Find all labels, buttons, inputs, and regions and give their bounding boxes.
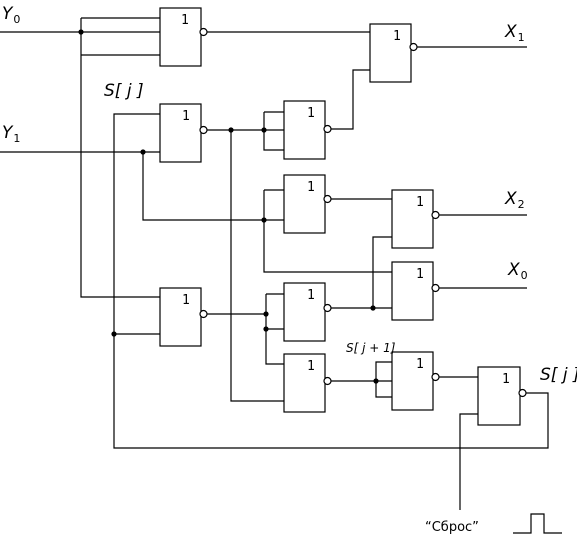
- wire-y1-g5: [142, 152, 284, 221]
- nor-gate-10: 1: [283, 353, 332, 413]
- wire-sj-bus: [113, 113, 549, 449]
- gate-label: 1: [307, 106, 315, 121]
- gate-label: 1: [502, 372, 510, 387]
- wire-g6-node: [265, 293, 284, 365]
- nor-gate-2: 1: [369, 23, 418, 83]
- gate-label: 1: [307, 288, 315, 303]
- wire-g5-node: [263, 190, 392, 273]
- wires: [0, 17, 562, 534]
- label-x1: X1: [504, 22, 525, 44]
- junction-dot: [111, 331, 117, 337]
- junction-dots: [78, 29, 379, 384]
- nor-gate-4: 1: [283, 100, 332, 160]
- reset-pulse-icon: [513, 513, 562, 534]
- gate-label: 1: [182, 293, 190, 308]
- label-x2: X2: [504, 189, 525, 211]
- label-x0: X0: [507, 260, 528, 282]
- label-y0: Y0: [2, 4, 20, 26]
- gate-label: 1: [393, 29, 401, 44]
- junction-dot: [140, 149, 146, 155]
- wire-g4-g2: [331, 69, 370, 130]
- gate-label: 1: [182, 109, 190, 124]
- nor-gate-5: 1: [283, 174, 332, 234]
- gate-label: 1: [416, 195, 424, 210]
- label-s-j-top: S[ j ]: [104, 81, 144, 101]
- nor-gate-3: 1: [159, 103, 208, 163]
- label-s-j-plus-1: S[ j + 1]: [346, 341, 396, 355]
- nor-gate-1: 1: [159, 7, 208, 67]
- gate-label: 1: [307, 359, 315, 374]
- nor-gate-12: 1: [477, 366, 527, 426]
- wire-y0-bus: [80, 17, 160, 298]
- label-reset: “Сброс”: [425, 520, 479, 535]
- gate-label: 1: [416, 357, 424, 372]
- junction-dot: [263, 311, 269, 317]
- label-s-j-right: S[ j ]: [540, 365, 577, 385]
- junction-dot: [263, 326, 269, 332]
- wire-g11-in: [375, 361, 392, 398]
- gate-label: 1: [307, 180, 315, 195]
- wire-g3-down: [230, 130, 284, 402]
- nor-gate-6: 1: [159, 287, 208, 347]
- gate-label: 1: [181, 13, 189, 28]
- nor-gate-8: 1: [391, 261, 440, 321]
- junction-dot: [261, 127, 267, 133]
- junction-dot: [78, 29, 84, 35]
- junction-dot: [373, 378, 379, 384]
- wire-g9-g7: [372, 236, 392, 308]
- nor-gate-11: 1: [391, 351, 440, 411]
- nor-gate-7: 1: [391, 189, 440, 249]
- label-y1: Y1: [2, 123, 20, 145]
- junction-dot: [228, 127, 234, 133]
- junction-dot: [261, 217, 267, 223]
- nor-gate-9: 1: [283, 282, 332, 342]
- junction-dot: [370, 305, 376, 311]
- wire-g3-g4: [263, 111, 284, 151]
- wire-reset: [459, 413, 478, 510]
- gate-label: 1: [416, 267, 424, 282]
